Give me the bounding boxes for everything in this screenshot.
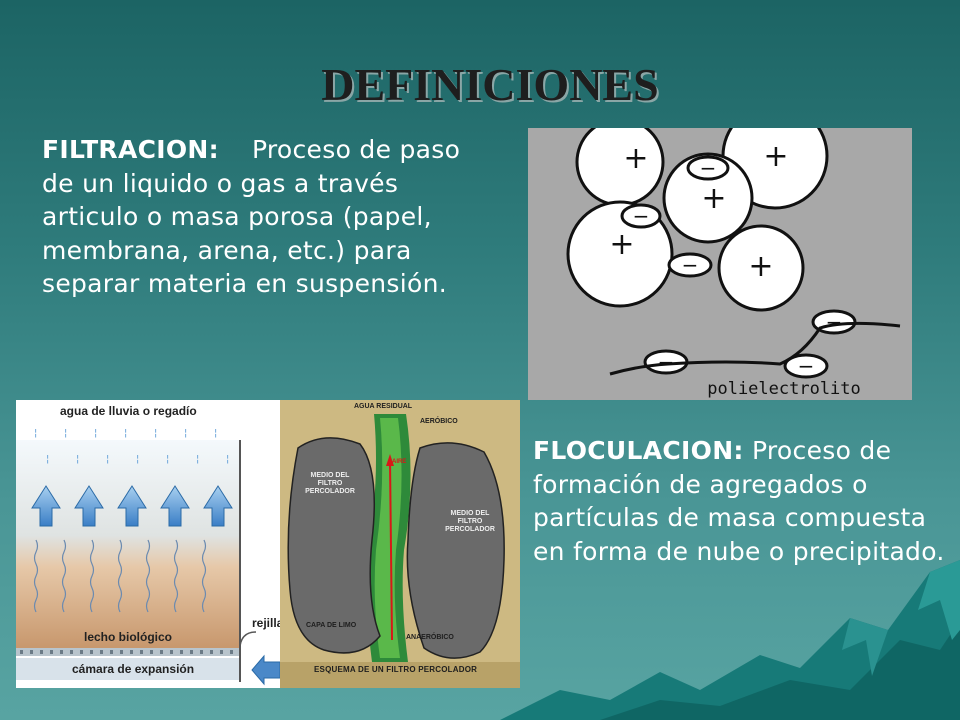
svg-text:¦: ¦ bbox=[94, 428, 97, 439]
polyelectrolyte-chain bbox=[609, 321, 901, 376]
percolator-caption: ESQUEMA DE UN FILTRO PERCOLADOR bbox=[314, 665, 478, 674]
positive-ion-3 bbox=[662, 152, 754, 244]
plus-sign: + bbox=[763, 139, 788, 174]
minus-sign: − bbox=[658, 350, 675, 374]
rain-filter-figure: ¦ ¦ ¦ ¦ ¦ ¦ ¦ ¦ ¦ ¦ ¦ ¦ ¦ ¦ bbox=[16, 400, 280, 688]
svg-text:¦: ¦ bbox=[184, 428, 187, 439]
plus-sign: + bbox=[623, 141, 648, 176]
label-slime-layer: CAPA DE LIMO bbox=[306, 622, 357, 629]
svg-text:¦: ¦ bbox=[136, 454, 139, 465]
negative-ion-2 bbox=[620, 203, 662, 229]
term-floculacion: FLOCULACION: bbox=[533, 436, 744, 465]
plus-sign: + bbox=[748, 249, 773, 284]
filter-medium-left bbox=[287, 437, 381, 654]
svg-text:¦: ¦ bbox=[46, 454, 49, 465]
label-medium-right: MEDIO DEL FILTRO PERCOLADOR bbox=[445, 510, 495, 533]
definition-floculacion-text: Proceso de formación de agregados o part… bbox=[533, 436, 945, 566]
definition-floculacion: FLOCULACION: Proceso de formación de agr… bbox=[533, 434, 953, 568]
label-expansion-chamber: cámara de expansión bbox=[72, 662, 195, 676]
positive-ion-5 bbox=[717, 224, 805, 312]
label-rain: agua de lluvia o regadío bbox=[60, 404, 197, 418]
svg-text:¦: ¦ bbox=[196, 454, 199, 465]
term-filtracion: FILTRACION: bbox=[42, 135, 219, 164]
label-aerobic: AERÓBICO bbox=[420, 418, 458, 425]
polielectrolito-label: polielectrolito bbox=[707, 379, 861, 399]
minus-sign: − bbox=[682, 253, 699, 277]
svg-text:¦: ¦ bbox=[106, 454, 109, 465]
label-anaerobic: ANAERÓBICO bbox=[406, 634, 454, 641]
definition-filtracion-text: Proceso de paso de un liquido o gas a tr… bbox=[42, 135, 461, 298]
minus-sign: − bbox=[798, 354, 815, 378]
negative-ion-6 bbox=[783, 353, 829, 379]
definition-filtracion: FILTRACION: Proceso de paso de un liquid… bbox=[42, 133, 462, 301]
label-grid: rejilla bbox=[252, 616, 280, 630]
plus-sign: + bbox=[701, 181, 726, 216]
minus-sign: − bbox=[826, 310, 843, 334]
ions-figure: + + + + + − − − − − − polielectrolito bbox=[528, 128, 912, 400]
svg-text:¦: ¦ bbox=[64, 428, 67, 439]
plus-sign: + bbox=[609, 227, 634, 262]
negative-ion-3 bbox=[667, 252, 713, 278]
positive-ion-1 bbox=[575, 128, 665, 207]
svg-text:¦: ¦ bbox=[34, 428, 37, 439]
svg-text:¦: ¦ bbox=[226, 454, 229, 465]
filter-medium-right bbox=[406, 442, 505, 659]
svg-text:¦: ¦ bbox=[154, 428, 157, 439]
svg-text:¦: ¦ bbox=[76, 454, 79, 465]
minus-sign: − bbox=[633, 204, 650, 228]
slide-title: DEFINICIONES bbox=[321, 59, 659, 110]
svg-text:¦: ¦ bbox=[166, 454, 169, 465]
label-air: AIRE bbox=[392, 459, 407, 465]
label-biological-bed: lecho biológico bbox=[84, 630, 173, 644]
svg-text:¦: ¦ bbox=[214, 428, 217, 439]
percolator-figure: AGUA RESIDUAL AERÓBICO MEDIO DEL FILTRO … bbox=[280, 400, 520, 688]
negative-ion-1 bbox=[686, 155, 730, 181]
minus-sign: − bbox=[700, 156, 717, 180]
label-medium-left: MEDIO DEL FILTRO PERCOLADOR bbox=[305, 472, 355, 495]
svg-text:¦: ¦ bbox=[124, 428, 127, 439]
label-wastewater: AGUA RESIDUAL bbox=[354, 403, 413, 410]
